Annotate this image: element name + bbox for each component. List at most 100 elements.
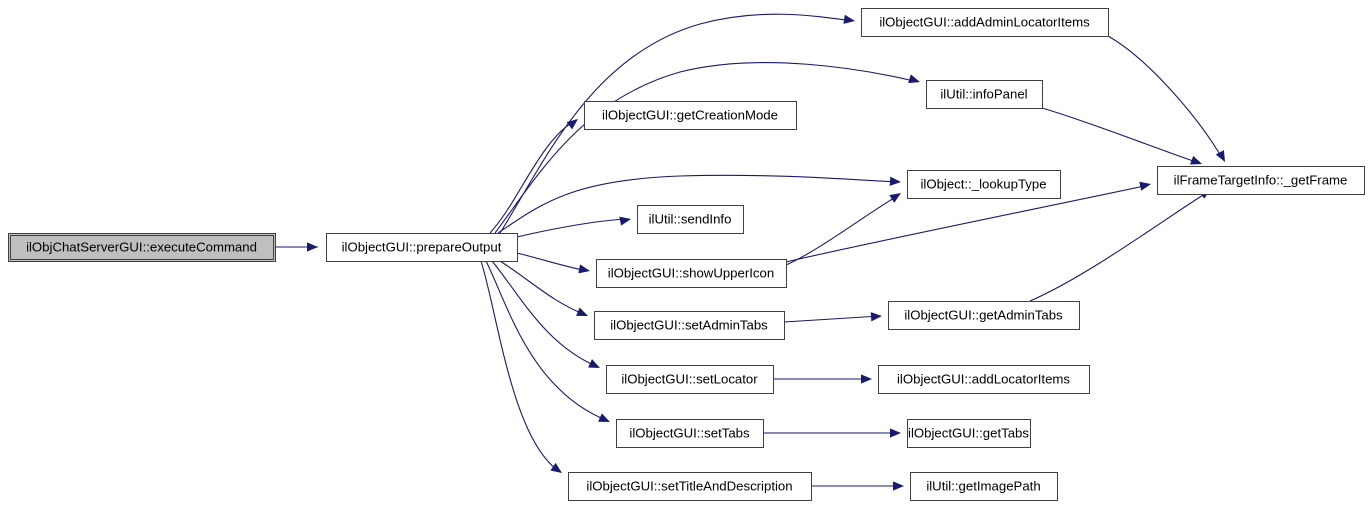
arrowhead-executeCommand-to-prepareOutput <box>307 242 318 252</box>
node-box-setAdminTabs[interactable] <box>594 311 785 340</box>
edge-prepareOutput-to-lookupType <box>497 174 900 234</box>
arrow-glyph <box>889 176 901 186</box>
node-box-infoPanel[interactable] <box>926 80 1043 109</box>
node-label-getAdminTabs: ilObjectGUI::getAdminTabs <box>904 307 1063 322</box>
node-box-sendInfo[interactable] <box>637 205 744 234</box>
node-box-showUpperIcon[interactable] <box>596 259 787 288</box>
node-box-setLocator[interactable] <box>606 365 774 394</box>
node-getFrame[interactable]: ilFrameTargetInfo::_getFrame <box>1157 166 1365 195</box>
arrowhead-prepareOutput-to-setLocator <box>588 359 600 368</box>
arrow-glyph <box>566 119 578 130</box>
arrowhead-prepareOutput-to-infoPanel <box>908 74 920 84</box>
node-label-getImagePath: ilUtil::getImagePath <box>926 478 1040 493</box>
node-box-addAdminLocatorItems[interactable] <box>861 8 1109 37</box>
node-box-lookupType[interactable] <box>907 170 1061 199</box>
node-label-sendInfo: ilUtil::sendInfo <box>649 211 732 226</box>
edge-prepareOutput-to-setLocator <box>491 260 599 368</box>
node-label-getTabs: ilObjectGUI::getTabs <box>908 425 1029 440</box>
edge-getAdminTabs-to-getFrame <box>1029 191 1209 302</box>
node-setLocator[interactable]: ilObjectGUI::setLocator <box>606 365 774 394</box>
node-label-addAdminLocatorItems: ilObjectGUI::addAdminLocatorItems <box>879 14 1090 29</box>
node-label-lookupType: ilObject::_lookupType <box>920 176 1046 191</box>
node-executeCommand[interactable]: ilObjChatServerGUI::executeCommand <box>8 233 276 262</box>
node-box-addLocatorItems[interactable] <box>878 365 1090 394</box>
node-box-getAdminTabs[interactable] <box>888 301 1080 330</box>
node-box-getFrame[interactable] <box>1157 166 1365 195</box>
node-setAdminTabs[interactable]: ilObjectGUI::setAdminTabs <box>594 311 785 340</box>
arrowhead-prepareOutput-to-setTabs <box>598 413 610 422</box>
arrow-glyph <box>1190 155 1202 165</box>
arrowhead-prepareOutput-to-sendInfo <box>619 216 631 226</box>
arrow-glyph <box>307 242 318 252</box>
arrowhead-prepareOutput-to-showUpperIcon <box>578 264 590 274</box>
arrow-glyph <box>861 374 872 384</box>
edge-prepareOutput-to-setAdminTabs <box>499 260 587 316</box>
node-addLocatorItems[interactable]: ilObjectGUI::addLocatorItems <box>878 365 1090 394</box>
arrow-glyph <box>889 193 901 203</box>
arrow-glyph <box>843 14 855 24</box>
node-getImagePath[interactable]: ilUtil::getImagePath <box>910 472 1058 501</box>
node-box-setTabs[interactable] <box>616 419 764 448</box>
arrow-glyph <box>893 481 904 491</box>
edge-prepareOutput-to-setTabs <box>485 260 609 422</box>
node-label-addLocatorItems: ilObjectGUI::addLocatorItems <box>897 371 1070 386</box>
arrowhead-addAdminLocatorItems-to-getFrame <box>1215 150 1225 162</box>
node-label-getCreationMode: ilObjectGUI::getCreationMode <box>602 107 778 122</box>
arrowhead-prepareOutput-to-getCreationMode <box>566 119 578 130</box>
node-showUpperIcon[interactable]: ilObjectGUI::showUpperIcon <box>596 259 787 288</box>
arrowhead-showUpperIcon-to-lookupType <box>889 193 901 203</box>
node-getCreationMode[interactable]: ilObjectGUI::getCreationMode <box>584 101 797 130</box>
arrow-glyph <box>598 413 610 422</box>
edge-addAdminLocatorItems-to-getFrame <box>1107 35 1223 159</box>
arrow-glyph <box>890 428 901 438</box>
node-label-showUpperIcon: ilObjectGUI::showUpperIcon <box>608 265 774 280</box>
arrow-glyph <box>870 312 882 322</box>
edge-infoPanel-to-getFrame <box>1041 107 1200 164</box>
arrowhead-prepareOutput-to-addAdminLocatorItems <box>843 14 855 24</box>
node-getTabs[interactable]: ilObjectGUI::getTabs <box>907 419 1031 448</box>
node-box-setTitleAndDescription[interactable] <box>568 472 812 501</box>
node-getAdminTabs[interactable]: ilObjectGUI::getAdminTabs <box>888 301 1080 330</box>
arrowhead-setAdminTabs-to-getAdminTabs <box>870 312 882 322</box>
node-infoPanel[interactable]: ilUtil::infoPanel <box>926 80 1043 109</box>
node-setTitleAndDescription[interactable]: ilObjectGUI::setTitleAndDescription <box>568 472 812 501</box>
arrowhead-setTitleAndDescription-to-getImagePath <box>893 481 904 491</box>
node-label-setLocator: ilObjectGUI::setLocator <box>621 371 758 386</box>
node-box-getCreationMode[interactable] <box>584 101 797 130</box>
node-label-executeCommand: ilObjChatServerGUI::executeCommand <box>26 239 257 254</box>
node-box-inner-executeCommand <box>10 235 274 260</box>
arrow-glyph <box>908 74 920 84</box>
edge-showUpperIcon-to-lookupType <box>785 194 900 266</box>
arrow-glyph <box>619 216 631 226</box>
node-box-executeCommand[interactable] <box>8 233 276 262</box>
arrowhead-infoPanel-to-getFrame <box>1190 155 1202 165</box>
node-box-getTabs[interactable] <box>907 419 1031 448</box>
edge-prepareOutput-to-getCreationMode <box>489 119 577 234</box>
edge-prepareOutput-to-sendInfo <box>516 218 630 238</box>
node-box-getImagePath[interactable] <box>910 472 1058 501</box>
node-sendInfo[interactable]: ilUtil::sendInfo <box>637 205 744 234</box>
arrow-glyph <box>576 307 588 316</box>
node-setTabs[interactable]: ilObjectGUI::setTabs <box>616 419 764 448</box>
arrowhead-showUpperIcon-to-getFrame <box>1139 181 1151 191</box>
arrowhead-prepareOutput-to-setAdminTabs <box>576 307 588 316</box>
node-lookupType[interactable]: ilObject::_lookupType <box>907 170 1061 199</box>
node-box-prepareOutput[interactable] <box>326 233 518 262</box>
arrowhead-setTabs-to-getTabs <box>890 428 901 438</box>
arrowhead-prepareOutput-to-lookupType <box>889 176 901 186</box>
edge-prepareOutput-to-showUpperIcon <box>516 252 589 272</box>
arrow-glyph <box>1215 150 1225 162</box>
arrow-glyph <box>550 462 562 473</box>
edge-prepareOutput-to-infoPanel <box>494 62 919 234</box>
node-prepareOutput[interactable]: ilObjectGUI::prepareOutput <box>326 233 518 262</box>
node-label-setTabs: ilObjectGUI::setTabs <box>629 425 750 440</box>
arrowhead-setLocator-to-addLocatorItems <box>861 374 872 384</box>
arrow-glyph <box>588 359 600 368</box>
node-addAdminLocatorItems[interactable]: ilObjectGUI::addAdminLocatorItems <box>861 8 1109 37</box>
node-label-infoPanel: ilUtil::infoPanel <box>940 86 1027 101</box>
node-label-setAdminTabs: ilObjectGUI::setAdminTabs <box>610 317 768 332</box>
node-label-prepareOutput: ilObjectGUI::prepareOutput <box>342 239 502 254</box>
